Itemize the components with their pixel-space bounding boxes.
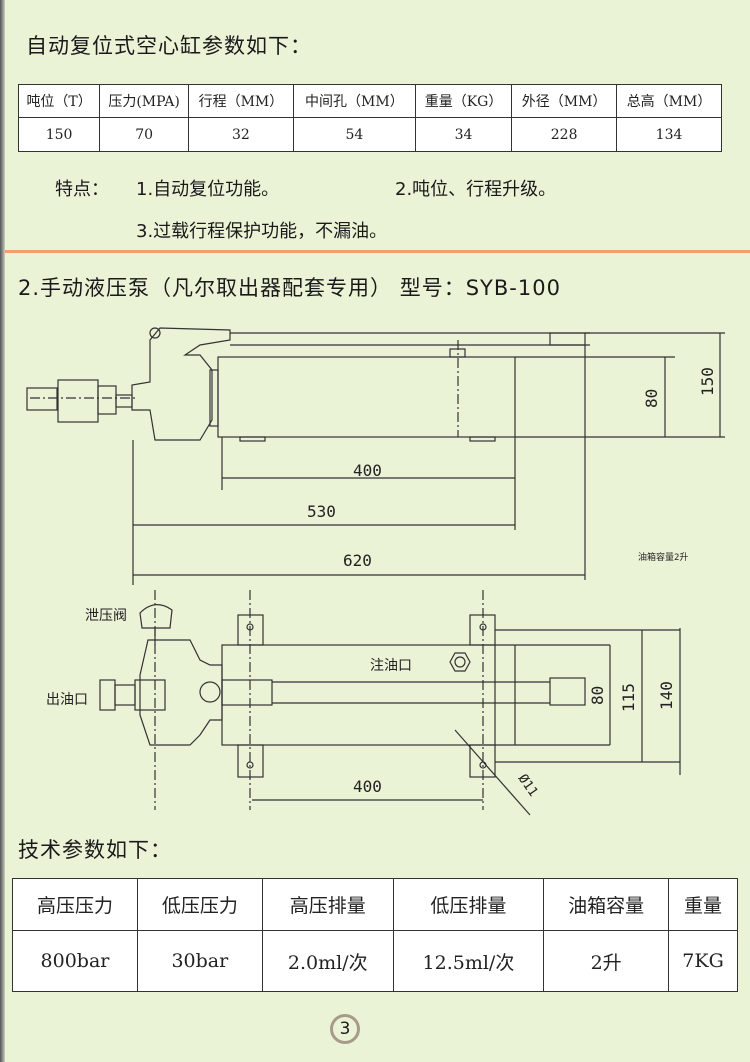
section-divider	[5, 250, 750, 253]
coupling	[57, 379, 99, 423]
feature-item: 2.吨位、行程升级。	[395, 179, 557, 200]
header-cell: 总高（MM）	[616, 84, 722, 118]
header-cell: 低压排量	[392, 878, 545, 931]
foot	[239, 436, 266, 442]
header-cell: 高压排量	[261, 878, 394, 931]
dim-label: Ø11	[515, 772, 541, 800]
section2-title: 2.手动液压泵（凡尔取出器配套专用） 型号：SYB-100	[18, 276, 561, 300]
header-cell: 重量（KG）	[414, 84, 513, 118]
feature-item: 3.过载行程保护功能，不漏油。	[136, 221, 388, 242]
page-edge	[0, 0, 5, 1062]
value-cell: 134	[616, 117, 722, 152]
specs-title: 技术参数如下：	[18, 838, 172, 862]
value-cell: 54	[292, 117, 416, 152]
table-header-row: 吨位（T） 压力(MPA) 行程（MM） 中间孔（MM） 重量（KG） 外径（M…	[17, 84, 722, 118]
dim-label: 80	[642, 389, 661, 408]
feature-item: 1.自动复位功能。	[136, 179, 280, 200]
header-cell: 中间孔（MM）	[292, 84, 416, 118]
table-row: 800bar 30bar 2.0ml/次 12.5ml/次 2升 7KG	[12, 930, 738, 992]
pump-head	[131, 327, 231, 441]
value-cell: 12.5ml/次	[392, 930, 545, 992]
header-cell: 外径（MM）	[511, 84, 618, 118]
value-cell: 800bar	[12, 930, 138, 992]
handle-grip	[549, 332, 586, 346]
value-cell: 34	[414, 117, 513, 152]
section1-title: 自动复位式空心缸参数如下：	[26, 34, 312, 58]
outlet-fitting	[99, 679, 116, 711]
fill-port-label: 注油口	[370, 658, 412, 674]
relief-valve-knob	[139, 604, 173, 629]
dim-label: 115	[619, 683, 638, 712]
pump-drawing: 400 530 620 80 150 油箱容量2升	[26, 327, 725, 816]
header-cell: 低压压力	[136, 878, 263, 931]
dim-label: 140	[657, 681, 676, 710]
dim-label: 620	[343, 551, 372, 570]
relief-valve-label: 泄压阀	[85, 608, 127, 624]
specs-table: 高压压力 低压压力 高压排量 低压排量 油箱容量 重量 800bar 30bar…	[12, 878, 738, 992]
dim-label: 150	[698, 367, 717, 396]
coupling-nut	[97, 385, 117, 415]
leader-line	[454, 729, 531, 816]
outlet-label: 出油口	[46, 692, 88, 708]
side-view	[26, 327, 725, 585]
page-number: 3	[330, 1014, 360, 1044]
outlet-block	[134, 679, 166, 711]
fitting	[26, 387, 58, 411]
dim-label: 400	[353, 461, 382, 480]
coupling-stem	[115, 394, 133, 408]
pump-head-top	[139, 639, 223, 746]
header-cell: 压力(MPA)	[99, 84, 189, 118]
dim-label: 80	[588, 686, 607, 705]
header-cell: 吨位（T）	[17, 84, 101, 118]
fill-port-nut	[449, 652, 471, 672]
value-cell: 228	[511, 117, 618, 152]
header-cell: 油箱容量	[543, 878, 670, 931]
pump-body	[217, 356, 516, 438]
value-cell: 7KG	[668, 930, 738, 992]
rod-socket	[221, 679, 273, 706]
value-cell: 2.0ml/次	[261, 930, 394, 992]
dim-label: 400	[353, 777, 382, 796]
top-view	[99, 590, 681, 816]
value-cell: 2升	[543, 930, 670, 992]
pivot	[199, 681, 221, 703]
pump-body-top	[221, 644, 496, 746]
handle-pivot	[149, 327, 161, 339]
header-cell: 重量	[668, 878, 738, 931]
header-cell: 高压压力	[12, 878, 138, 931]
cylinder-params-table: 吨位（T） 压力(MPA) 行程（MM） 中间孔（MM） 重量（KG） 外径（M…	[17, 84, 722, 152]
value-cell: 150	[17, 117, 101, 152]
value-cell: 70	[99, 117, 189, 152]
header-cell: 行程（MM）	[188, 84, 294, 118]
features-label: 特点：	[55, 179, 109, 200]
foot	[469, 436, 496, 442]
tank-note: 油箱容量2升	[638, 551, 688, 563]
dim-label: 530	[307, 502, 336, 521]
fill-port-hole	[454, 656, 466, 668]
outlet-stem	[114, 684, 136, 706]
body-flange	[209, 369, 219, 427]
value-cell: 30bar	[136, 930, 263, 992]
value-cell: 32	[188, 117, 294, 152]
table-header-row: 高压压力 低压压力 高压排量 低压排量 油箱容量 重量	[12, 878, 738, 931]
table-row: 150 70 32 54 34 228 134	[17, 117, 722, 152]
handle-grip	[549, 677, 586, 706]
